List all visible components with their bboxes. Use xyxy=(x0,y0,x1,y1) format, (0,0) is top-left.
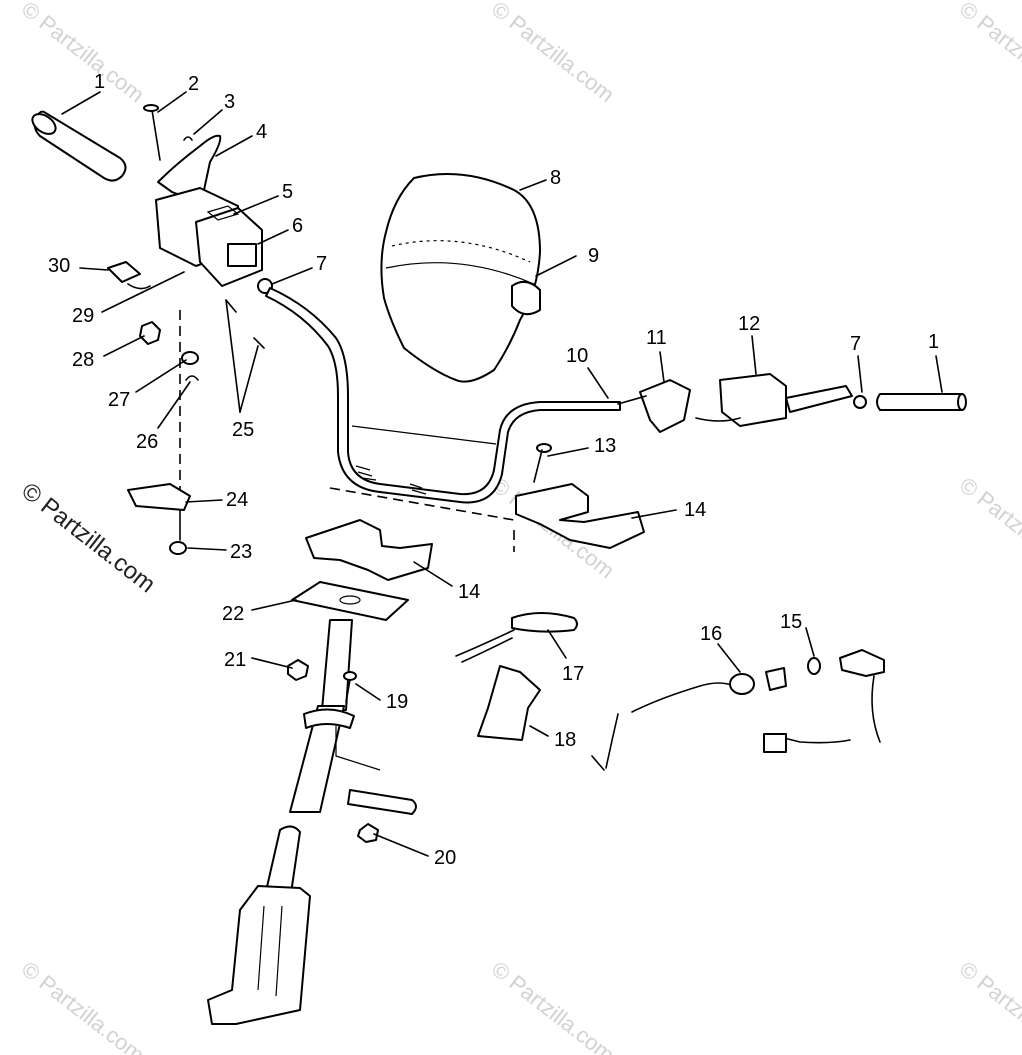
ignition-switch xyxy=(763,649,885,753)
throttle-lever xyxy=(157,134,222,197)
callout-24: 24 xyxy=(226,489,248,511)
screw-25a xyxy=(225,299,237,313)
e-clip xyxy=(183,136,193,141)
callout-14-lower: 14 xyxy=(458,581,480,603)
callout-18: 18 xyxy=(554,729,576,751)
callout-22: 22 xyxy=(222,603,244,625)
callout-21: 21 xyxy=(224,649,246,671)
callout-7-right: 7 xyxy=(850,333,861,355)
callout-9: 9 xyxy=(588,245,599,267)
watermark-top-center: © Partzilla.com xyxy=(487,0,619,107)
callout-6: 6 xyxy=(292,215,303,237)
callout-13: 13 xyxy=(594,435,616,457)
callout-5: 5 xyxy=(282,181,293,203)
callout-8: 8 xyxy=(550,167,561,189)
bracket-18 xyxy=(477,665,541,741)
screw-19 xyxy=(343,671,357,703)
callout-3: 3 xyxy=(224,91,235,113)
clamp-lower xyxy=(305,519,433,581)
callout-12: 12 xyxy=(738,313,760,335)
callout-28: 28 xyxy=(72,349,94,371)
watermark-top-right: © Partzilla.com xyxy=(955,0,1022,107)
cable-11 xyxy=(617,395,647,405)
clamp-upper xyxy=(515,483,645,549)
master-cylinder xyxy=(695,373,853,427)
throttle-housing xyxy=(155,187,263,287)
callout-14-upper: 14 xyxy=(684,499,706,521)
callout-16: 16 xyxy=(700,623,722,645)
callout-29: 29 xyxy=(72,305,94,327)
kill-switch xyxy=(107,261,151,290)
pivot-pin xyxy=(143,104,161,161)
callout-10: 10 xyxy=(566,345,588,367)
watermark-top-left: © Partzilla.com xyxy=(17,0,149,107)
coil-cord xyxy=(455,612,578,663)
callout-7-left: 7 xyxy=(316,253,327,275)
watermarks: © Partzilla.com © Partzilla.com © Partzi… xyxy=(16,0,1022,1055)
nut-20 xyxy=(357,823,379,843)
watermark-bottom-right: © Partzilla.com xyxy=(955,956,1022,1055)
sleeve xyxy=(347,789,417,815)
callout-19: 19 xyxy=(386,691,408,713)
right-grip xyxy=(876,393,967,411)
callouts: 1 2 3 4 5 6 7 8 9 10 11 12 7 1 13 14 14 … xyxy=(48,71,939,869)
bracket-24 xyxy=(127,483,191,511)
nut-28 xyxy=(139,321,161,345)
callout-27: 27 xyxy=(108,389,130,411)
callout-17: 17 xyxy=(562,663,584,685)
bar-end-plug-right xyxy=(853,395,867,409)
nut-21 xyxy=(287,659,309,681)
clip-26 xyxy=(185,375,199,381)
leader-lines xyxy=(61,91,943,857)
callout-11: 11 xyxy=(646,327,667,349)
windshield xyxy=(380,173,541,383)
callout-1-left: 1 xyxy=(94,71,105,93)
callout-20: 20 xyxy=(434,847,456,869)
callout-15: 15 xyxy=(780,611,802,633)
watermark-bottom-left: © Partzilla.com xyxy=(17,956,149,1055)
steering-plate xyxy=(291,581,409,621)
washer-27 xyxy=(181,351,199,365)
callout-23: 23 xyxy=(230,541,252,563)
tether-switch xyxy=(591,667,787,771)
callout-25: 25 xyxy=(232,419,254,441)
left-grip xyxy=(31,110,127,182)
watermark-bottom-center: © Partzilla.com xyxy=(487,956,619,1055)
handlebar xyxy=(265,287,621,504)
screw-25b xyxy=(253,337,265,349)
bolt-13 xyxy=(533,443,552,483)
bolt-23 xyxy=(169,509,187,555)
watermark-mid-right: © Partzilla.com xyxy=(955,472,1022,583)
callout-30: 30 xyxy=(48,255,70,277)
callout-1-right: 1 xyxy=(928,331,939,353)
callout-2: 2 xyxy=(188,73,199,95)
steering-column xyxy=(207,619,381,1025)
callout-26: 26 xyxy=(136,431,158,453)
callout-4: 4 xyxy=(256,121,267,143)
brake-lever-11 xyxy=(639,379,691,433)
